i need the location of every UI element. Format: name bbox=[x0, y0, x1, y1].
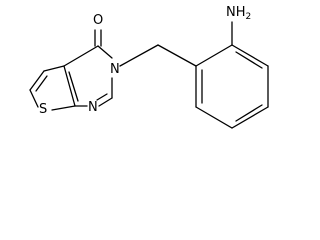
bond-c3a-c7a-inner bbox=[68, 71, 79, 102]
bond-benz-2-3 bbox=[231, 44, 269, 67]
bond-c4-n3 bbox=[97, 45, 113, 59]
nitrogen-3-label: N bbox=[110, 62, 120, 77]
bond-c2-n1-inner bbox=[96, 93, 108, 101]
amine-label: NH2 bbox=[226, 5, 251, 22]
bond-c2-n1 bbox=[98, 97, 113, 107]
bond-s-c7a bbox=[51, 105, 76, 111]
bond-benz-inner-a bbox=[235, 51, 263, 69]
bond-benz-5-6 bbox=[195, 106, 233, 129]
amine-nh-text: NH bbox=[226, 5, 246, 20]
oxygen-label: O bbox=[93, 13, 103, 28]
bond-c3a-c7a bbox=[63, 65, 76, 107]
bond-c2-c3-inner bbox=[35, 75, 48, 92]
bond-n3-ch2 bbox=[119, 44, 159, 67]
amine-subscript: 2 bbox=[246, 12, 252, 22]
bond-benz-4-5 bbox=[231, 106, 269, 129]
bond-benz-inner-b bbox=[235, 104, 263, 122]
bond-benz-1-2 bbox=[195, 44, 233, 67]
bond-ch2-aryl bbox=[157, 44, 197, 67]
bond-c3-c3a bbox=[43, 65, 65, 72]
molecule-structure: O N N S NH2 bbox=[29, 5, 269, 129]
sulfur-label: S bbox=[39, 102, 47, 117]
nitrogen-1-label: N bbox=[88, 100, 98, 115]
bond-c2-c3 bbox=[29, 70, 45, 91]
bond-c3a-c4 bbox=[63, 45, 99, 67]
bond-s-c2 bbox=[29, 89, 39, 108]
